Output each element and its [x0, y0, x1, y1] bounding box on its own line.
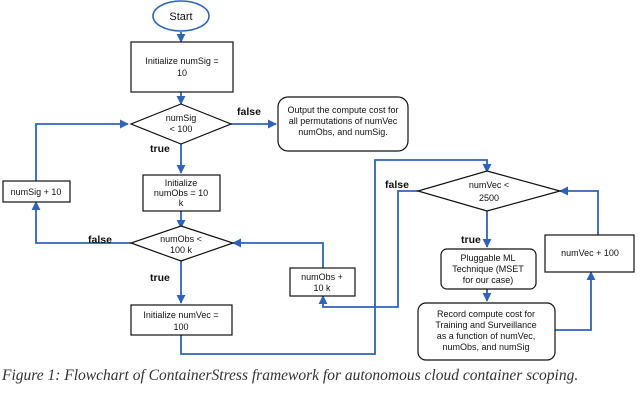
output-label-line1: Output the compute cost for [287, 105, 398, 115]
output-label-line2: all permutations of numVec [289, 116, 398, 126]
init-numobs-label-line1: Initialize [165, 178, 198, 188]
init-numobs-label-line3: k [179, 198, 184, 208]
arrow-cond-numobs-false-to-incr-numsig [31, 201, 131, 244]
record-label-line1: Record compute cost for [437, 309, 535, 319]
start-label: Start [169, 11, 192, 23]
cond-numvec-diamond [415, 170, 563, 212]
incr-numobs-box [289, 267, 356, 297]
incr-numvec-label: numVec + 100 [561, 248, 619, 258]
init-numvec-label-line1: Initialize numVec = [143, 310, 218, 320]
ml-label-line2: Technique (MSET [452, 264, 524, 274]
cond-numvec-label-line2: 2500 [479, 193, 499, 203]
incr-numsig-box [2, 180, 71, 203]
arrow-incr-numvec-to-cond-numvec [559, 186, 599, 236]
connectors [31, 32, 599, 355]
init-numsig-box [130, 41, 234, 93]
ml-label-line3: for our case) [463, 275, 514, 285]
false-label-numvec: false [385, 179, 409, 191]
record-label-line4: numObs, and numSig [442, 342, 529, 352]
output-label-line3: numObs, and numSig. [298, 127, 388, 137]
incr-numvec-box [544, 234, 635, 273]
record-label-line3: as a function of numVec, [437, 331, 536, 341]
start-terminal [152, 0, 210, 32]
init-numsig-label-line1: Initialize numSig = [145, 56, 218, 66]
init-numvec-box [130, 304, 233, 336]
flowchart-diagram: Start Initialize numSig = 10 numSig < 10… [2, 0, 635, 361]
figure-caption: Figure 1: Flowchart of ContainerStress f… [2, 367, 579, 384]
cond-numobs-label-line1: numObs < [160, 234, 202, 244]
incr-numsig-label: numSig + 10 [11, 187, 62, 197]
record-label-line2: Training and Surveillance [435, 320, 536, 330]
cond-numvec-label-line1: numVec < [469, 180, 509, 190]
arrow-init-numvec-to-cond-numvec [180, 159, 492, 355]
true-label-numobs: true [150, 272, 170, 284]
true-label-numvec: true [461, 234, 481, 246]
incr-numobs-label-line1: numObs + [301, 272, 343, 282]
arrow-record-to-incr-numvec [555, 271, 596, 331]
arrow-incr-numobs-to-cond-numobs [232, 238, 324, 268]
output-terminal [277, 96, 409, 152]
false-label-numsig: false [237, 106, 261, 118]
true-label-numsig: true [150, 143, 170, 155]
incr-numobs-label-line2: 10 k [313, 283, 331, 293]
ml-technique-box [440, 248, 537, 290]
init-numvec-label-line2: 100 [173, 322, 188, 332]
cond-numsig-label-line2: < 100 [170, 124, 193, 134]
init-numsig-label-line2: 10 [177, 68, 187, 78]
init-numobs-label-line2: numObs = 10 [154, 188, 208, 198]
init-numobs-box [142, 174, 221, 212]
cond-numsig-diamond [129, 103, 233, 145]
cond-numobs-diamond [129, 225, 235, 262]
false-label-numobs: false [88, 234, 112, 246]
cond-numobs-label-line2: 100 k [170, 245, 193, 255]
arrow-cond-numvec-false-to-incr-numobs [318, 190, 418, 308]
cond-numsig-label-line1: numSig [166, 113, 197, 123]
record-cost-box [417, 302, 556, 361]
arrow-incr-numsig-to-cond-numsig [35, 119, 129, 181]
ml-label-line1: Pluggable ML [460, 253, 515, 263]
